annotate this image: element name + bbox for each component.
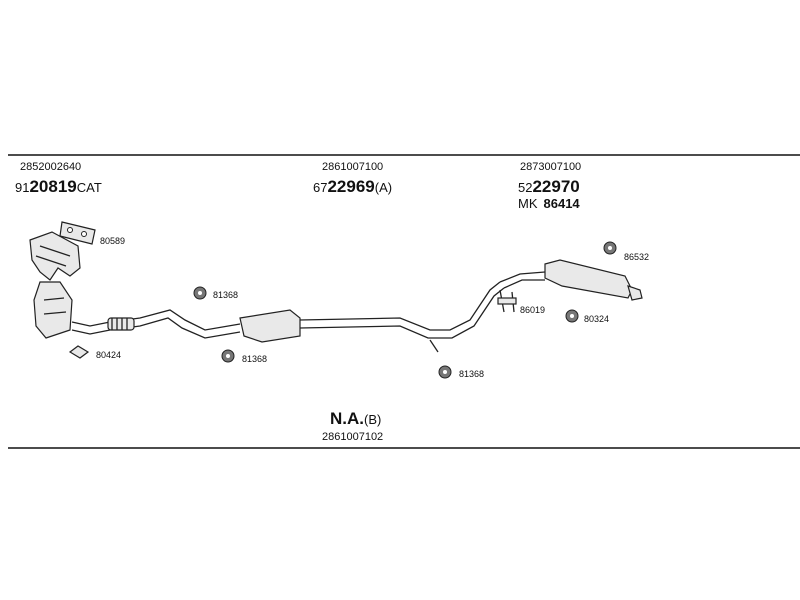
middle-pipe — [299, 281, 505, 353]
label-gasket-bottom: 80424 — [96, 350, 121, 360]
label-hanger-b: 81368 — [242, 354, 267, 364]
rear-silencer — [544, 259, 643, 301]
rear-part-number: 5222970 — [518, 177, 580, 196]
front-gasket-top — [59, 221, 96, 245]
label-hanger-c: 81368 — [459, 369, 484, 379]
rear-clamp-86019 — [497, 289, 517, 313]
label-hanger-rear-bottom: 80324 — [584, 314, 609, 324]
front-gasket-bottom — [68, 345, 90, 359]
bottom-part-number: N.A.(B) — [330, 409, 381, 428]
label-hanger-rear-top: 86532 — [624, 252, 649, 262]
rear-pipe — [499, 271, 546, 289]
catalytic-converter — [33, 281, 73, 339]
hanger-86532 — [603, 241, 617, 255]
front-pipe — [71, 309, 241, 339]
hanger-80324 — [565, 309, 579, 323]
middle-part-number: 6722969(A) — [313, 177, 392, 196]
front-part-number: 9120819CAT — [15, 177, 102, 196]
front-code: 2852002640 — [20, 161, 81, 173]
hanger-81368-c — [438, 365, 452, 379]
middle-code: 2861007100 — [322, 161, 383, 173]
bottom-code: 2861007102 — [322, 431, 383, 443]
rear-code: 2873007100 — [520, 161, 581, 173]
hanger-81368-a — [193, 286, 207, 300]
middle-silencer — [239, 309, 301, 343]
label-hanger-a: 81368 — [213, 290, 238, 300]
exhaust-manifold — [29, 231, 81, 281]
label-clamp-rear: 86019 — [520, 305, 545, 315]
label-gasket-top: 80589 — [100, 236, 125, 246]
hanger-81368-b — [221, 349, 235, 363]
